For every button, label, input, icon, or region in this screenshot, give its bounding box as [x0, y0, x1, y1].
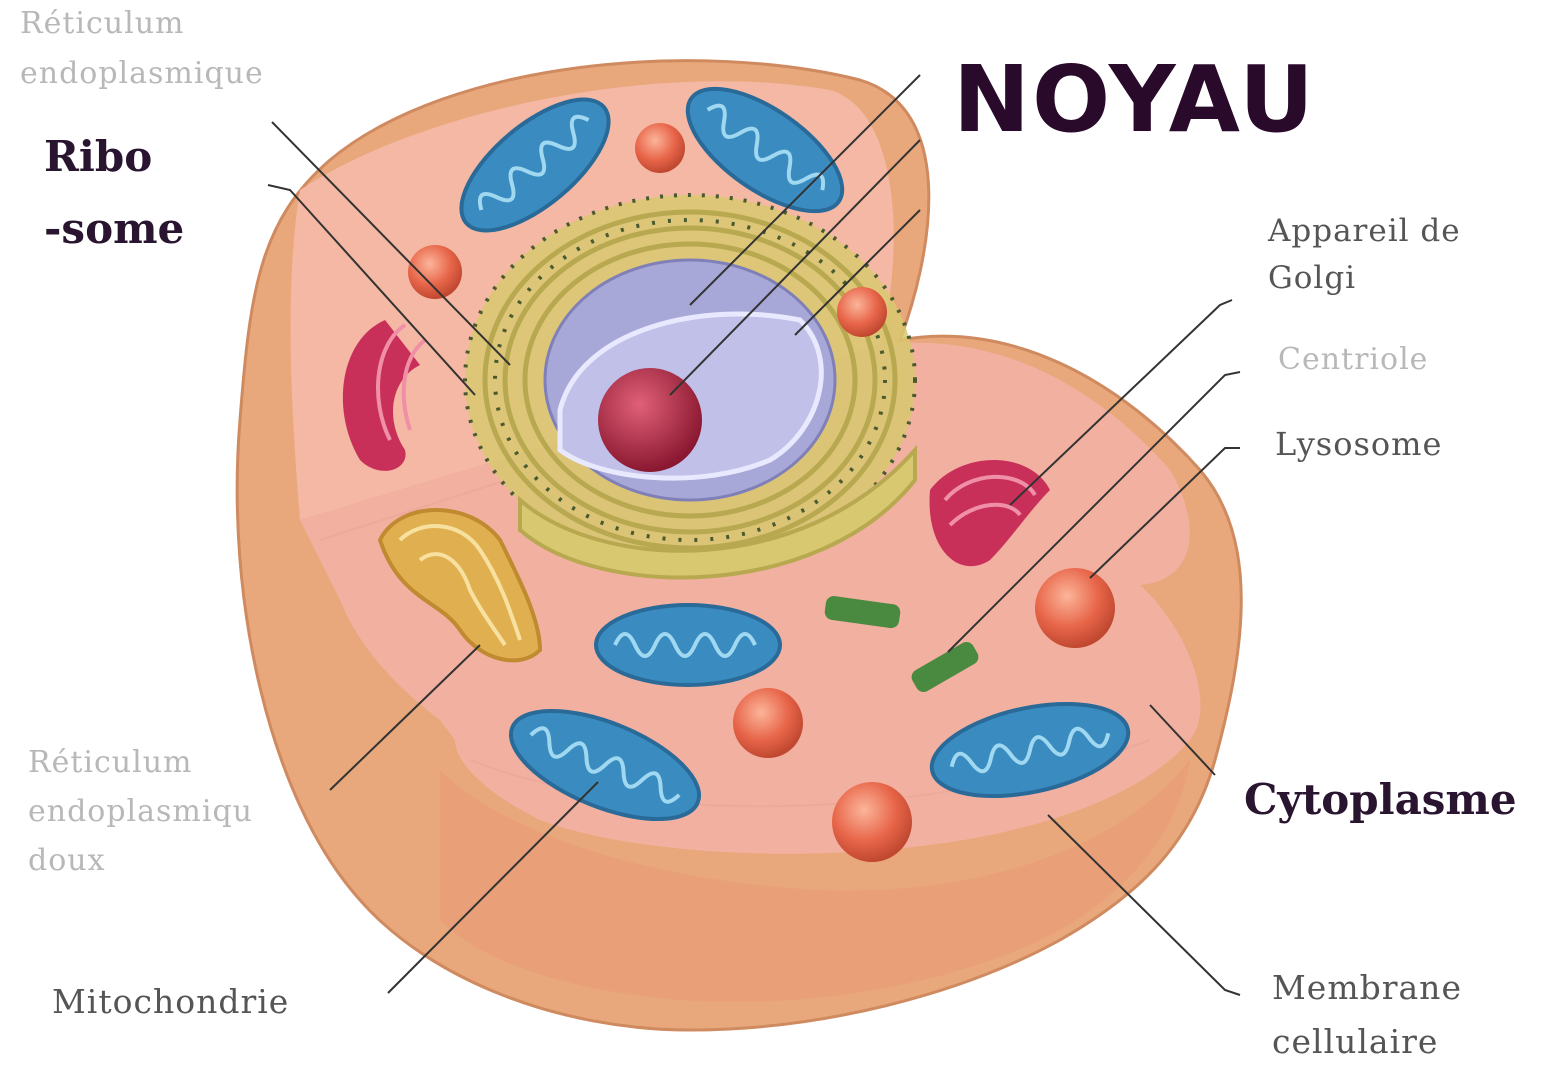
label-rel: Réticulum endoplasmiqu doux [28, 745, 253, 879]
label-mitochondrie: Mitochondrie [52, 982, 289, 1022]
label-membrane: Membrane cellulaire [1272, 968, 1462, 1061]
label-noyau: NOYAU [953, 45, 1316, 155]
label-lysosome: Lysosome [1275, 425, 1442, 463]
label-ribosome: Ribo -some [44, 132, 184, 255]
nucleus [545, 260, 835, 500]
label-golgi: Appareil de Golgi [1268, 213, 1461, 297]
label-golgi-line-2: Golgi [1268, 260, 1461, 297]
nucleolus [598, 368, 702, 472]
label-rer-line-1: Réticulum [20, 6, 264, 42]
sphere-6 [832, 782, 912, 862]
label-golgi-line-1: Appareil de [1268, 213, 1461, 250]
label-membrane-line-1: Membrane [1272, 968, 1462, 1008]
label-ribosome-line-2: -some [44, 204, 184, 254]
label-rel-line-2: endoplasmiqu [28, 794, 253, 830]
label-rer-line-2: endoplasmique [20, 56, 264, 92]
label-cytoplasme: Cytoplasme [1244, 775, 1517, 825]
label-membrane-line-2: cellulaire [1272, 1022, 1462, 1062]
sphere-4 [1035, 568, 1115, 648]
label-ribosome-line-1: Ribo [44, 132, 184, 182]
label-rel-line-3: doux [28, 843, 253, 879]
sphere-2 [408, 245, 462, 299]
label-rel-line-1: Réticulum [28, 745, 253, 781]
sphere-1 [635, 123, 685, 173]
label-rer: Réticulum endoplasmique [20, 6, 264, 92]
mitochondrion-3 [596, 605, 780, 685]
sphere-3 [837, 287, 887, 337]
sphere-5 [733, 688, 803, 758]
label-centriole: Centriole [1278, 342, 1428, 378]
